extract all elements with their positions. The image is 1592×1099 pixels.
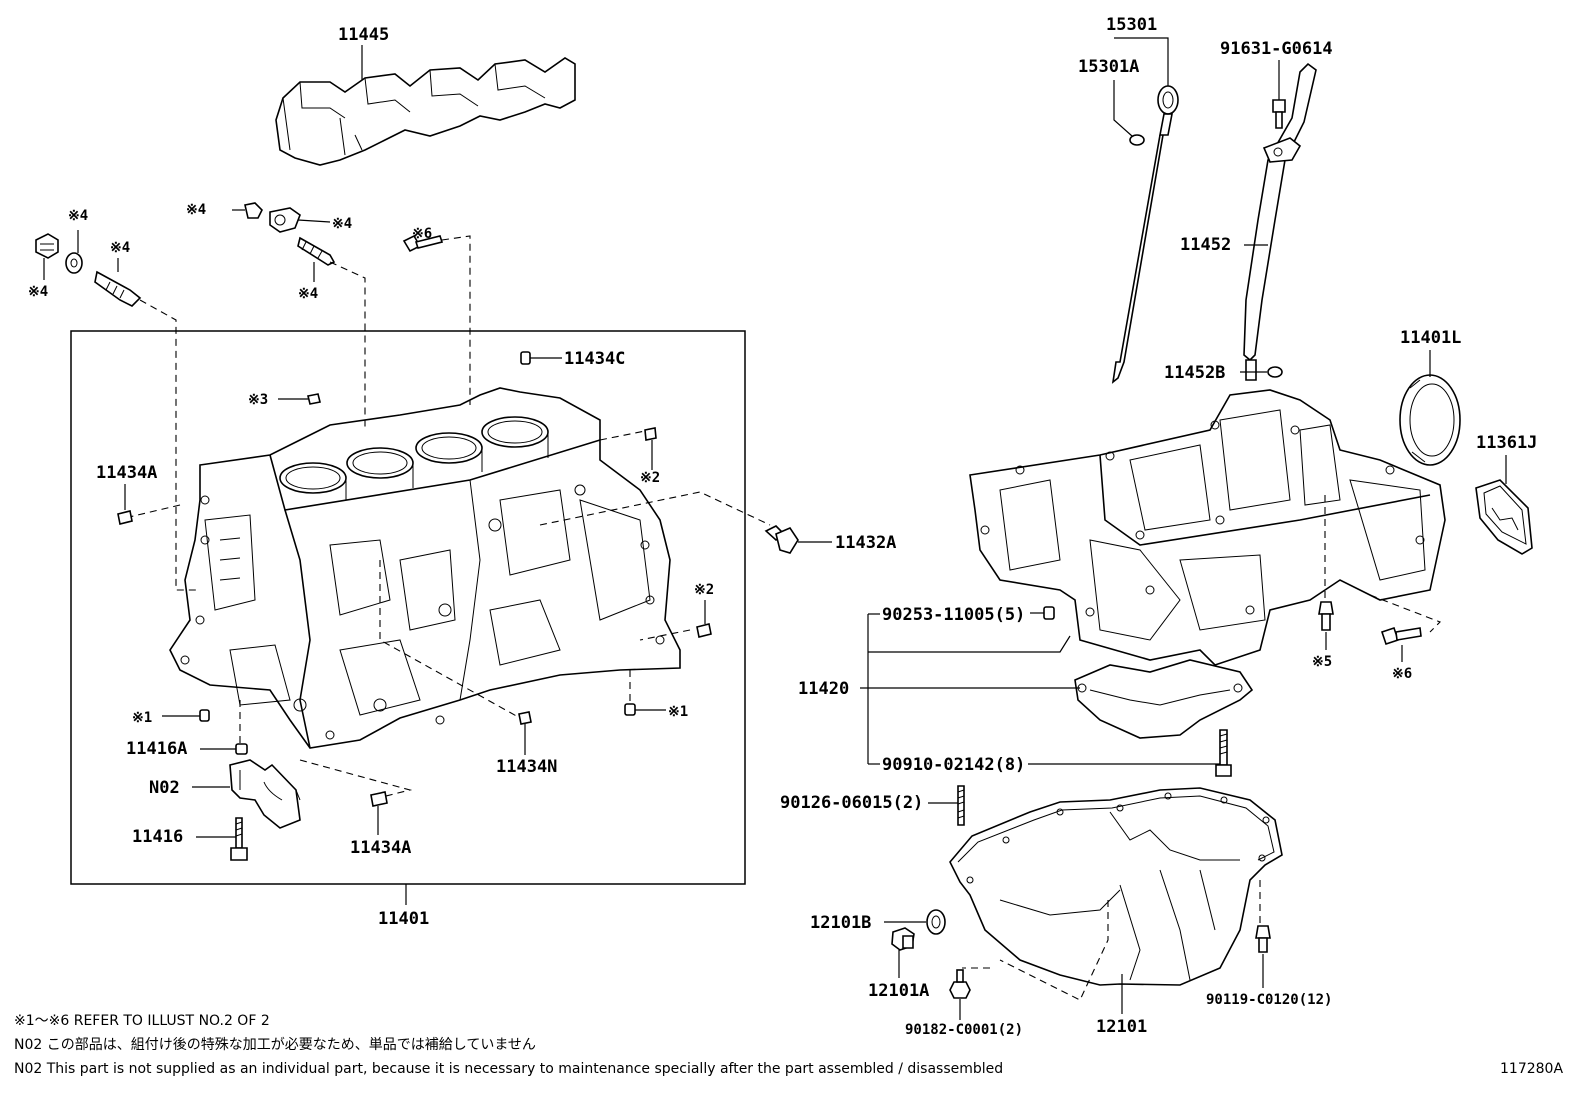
label-11401: 11401 [378,909,429,929]
bolt-11416[interactable] [230,817,248,861]
label-11361J: 11361J [1476,433,1537,453]
gasket-11361J[interactable] [1475,479,1533,555]
label-91631-G0614: 91631-G0614 [1220,39,1333,59]
label-12101A: 12101A [868,981,929,1001]
ref-1-a: ※1 [132,710,152,726]
label-11416A: 11416A [126,739,187,759]
label-11434C: 11434C [564,349,625,369]
cylinder-block-frame [70,330,746,885]
ref-4-c: ※4 [28,284,48,300]
stud-bolt-90126[interactable] [957,785,965,826]
label-11432A: 11432A [835,533,896,553]
label-15301A: 15301A [1078,57,1139,77]
ref-4-f: ※4 [298,286,318,302]
bolt-ref6-a[interactable] [402,234,444,253]
label-15301: 15301 [1106,15,1157,35]
label-11434A-top: 11434A [96,463,157,483]
gasket-12101B[interactable] [926,909,946,935]
o-ring-11452B[interactable] [1267,366,1283,378]
bolt-90119[interactable] [1255,925,1271,953]
ref-6-a: ※6 [412,226,432,242]
drain-plug-12101A[interactable] [891,927,915,951]
figure-id: 117280A [1500,1061,1563,1077]
ref-3: ※3 [248,392,268,408]
oil-jet-parts[interactable] [35,202,336,307]
oil-pump-strainer[interactable] [1074,659,1254,739]
bolt-ref5[interactable] [1318,601,1334,631]
bolt-ref6-b[interactable] [1380,626,1422,646]
label-90910-02142: 90910-02142(8) [882,755,1025,775]
ref-2-a: ※2 [640,470,660,486]
bearing-cap-N02[interactable] [229,759,301,829]
ref-5: ※5 [1312,654,1332,670]
label-11434A-bottom: 11434A [350,838,411,858]
bolt-90910[interactable] [1215,729,1232,777]
oil-level-gauge-guide-11452[interactable] [1243,62,1317,381]
oil-seal-11401L[interactable] [1399,374,1461,466]
ref-4-e: ※4 [332,216,352,232]
oil-pan-12101[interactable] [949,787,1283,986]
label-90253-11005: 90253-11005(5) [882,605,1025,625]
ref-1-b: ※1 [668,704,688,720]
ref-6-b: ※6 [1392,666,1412,682]
label-11434N: 11434N [496,757,557,777]
dowel-pins[interactable] [117,351,712,807]
stiffening-crankcase-11420[interactable] [969,389,1446,666]
cylinder-block-cover-11445[interactable] [275,57,576,166]
label-90119-C0120: 90119-C0120(12) [1206,992,1332,1008]
label-90126-06015: 90126-06015(2) [780,793,923,813]
label-11452: 11452 [1180,235,1231,255]
label-N02: N02 [149,778,180,798]
label-11452B: 11452B [1164,363,1225,383]
note-n02-english: N02 This part is not supplied as an indi… [14,1061,1003,1077]
ref-2-b: ※2 [694,582,714,598]
nut-90182[interactable] [949,969,971,999]
label-12101B: 12101B [810,913,871,933]
cylinder-block[interactable] [169,387,681,749]
ref-4-b: ※4 [110,240,130,256]
pin-90253[interactable] [1043,606,1055,620]
note-n02-japanese: N02 この部品は、組付け後の特殊な加工が必要なため、単品では補給していません [14,1037,536,1053]
label-90182-C0001: 90182-C0001(2) [905,1022,1023,1038]
o-ring-15301A[interactable] [1129,134,1145,146]
plug-11432A[interactable] [764,525,799,554]
label-11445: 11445 [338,25,389,45]
label-11401L: 11401L [1400,328,1461,348]
ref-4-d: ※4 [186,202,206,218]
label-11416: 11416 [132,827,183,847]
ref-4-a: ※4 [68,208,88,224]
label-11420: 11420 [798,679,849,699]
note-refer-illust: ※1～※6 REFER TO ILLUST NO.2 OF 2 [14,1013,270,1029]
label-12101: 12101 [1096,1017,1147,1037]
oil-level-gauge-15301[interactable] [1111,85,1179,384]
